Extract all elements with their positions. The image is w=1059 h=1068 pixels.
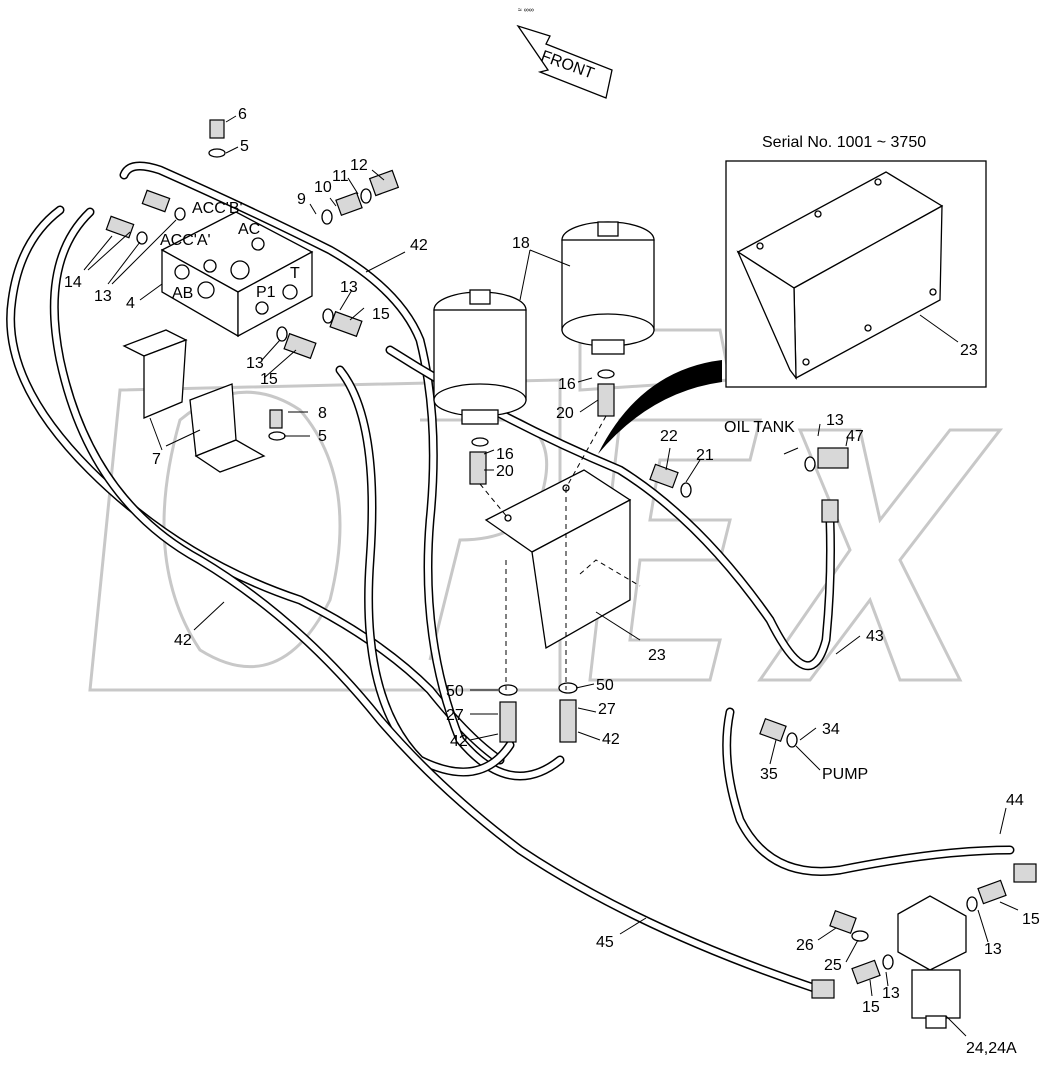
callout: 15 xyxy=(1022,911,1040,928)
leader-lines xyxy=(83,115,1019,1037)
callout: 4 xyxy=(126,295,135,312)
callout: 23 xyxy=(648,647,666,664)
callout: 35 xyxy=(760,766,778,783)
callout: 20 xyxy=(556,405,574,422)
callout: 24,24A xyxy=(966,1040,1017,1057)
callout-numbers: 6 5 12 11 10 9 14 13 4 42 18 13 15 13 15… xyxy=(64,106,1040,1057)
bracket-main xyxy=(484,469,641,650)
callout: 15 xyxy=(372,306,390,323)
callout: 7 xyxy=(152,451,161,468)
callout: 34 xyxy=(822,721,840,738)
oil-tank-label: OIL TANK xyxy=(724,419,795,436)
serial-label: Serial No. 1001 ~ 3750 xyxy=(762,134,926,151)
callout: 16 xyxy=(496,446,514,463)
port-labels: ACC'B' ACC'A' AC AB P1 T xyxy=(160,200,300,302)
bracket-small xyxy=(122,329,266,473)
callout: 13 xyxy=(826,412,844,429)
callout: 5 xyxy=(318,428,327,445)
callout: 42 xyxy=(602,731,620,748)
fittings xyxy=(105,119,1037,999)
callout: 5 xyxy=(240,138,249,155)
filter-front xyxy=(433,289,527,425)
callout: 20 xyxy=(496,463,514,480)
filter-rear xyxy=(561,221,655,355)
callout: 47 xyxy=(846,428,864,445)
callout: 15 xyxy=(862,999,880,1016)
callout: 42 xyxy=(174,632,192,649)
callout: 50 xyxy=(596,677,614,694)
callout: 50 xyxy=(446,683,464,700)
callout: 13 xyxy=(882,985,900,1002)
callout: 44 xyxy=(1006,792,1024,809)
pressure-filter xyxy=(897,895,967,1029)
callout: 16 xyxy=(558,376,576,393)
callout: 13 xyxy=(246,355,264,372)
callout: 42 xyxy=(450,733,468,750)
port-label-t: T xyxy=(290,265,300,282)
callout: 23 xyxy=(960,342,978,359)
callout: 22 xyxy=(660,428,678,445)
callout: 10 xyxy=(314,179,332,196)
callout: 18 xyxy=(512,235,530,252)
callout: 8 xyxy=(318,405,327,422)
callout: 11 xyxy=(332,168,349,185)
callout: 45 xyxy=(596,934,614,951)
port-label-ac: AC xyxy=(238,221,260,238)
callout: 15 xyxy=(260,371,278,388)
port-label-acc-a: ACC'A' xyxy=(160,232,211,249)
callout: 42 xyxy=(410,237,428,254)
hoses xyxy=(6,161,1015,995)
callout: 43 xyxy=(866,628,884,645)
callout: 12 xyxy=(350,157,368,174)
callout: 9 xyxy=(297,191,306,208)
callout: 13 xyxy=(984,941,1002,958)
port-label-acc-b: ACC'B' xyxy=(192,200,243,217)
callout: 6 xyxy=(238,106,247,123)
callout: 26 xyxy=(796,937,814,954)
callout: 25 xyxy=(824,957,842,974)
callout: 21 xyxy=(696,447,714,464)
inset-pointer xyxy=(598,360,722,454)
callout: 27 xyxy=(598,701,616,718)
front-mark: ≈ ∞∞ xyxy=(518,7,534,14)
port-label-ab: AB xyxy=(172,285,193,302)
serial-inset: Serial No. 1001 ~ 3750 xyxy=(725,134,987,388)
front-arrow: FRONT ≈ ∞∞ xyxy=(516,7,613,99)
callout: 13 xyxy=(340,279,358,296)
pump-label: PUMP xyxy=(822,766,868,783)
callout: 14 xyxy=(64,274,82,291)
port-label-p1: P1 xyxy=(256,284,276,301)
valve-block xyxy=(160,211,314,338)
callout: 27 xyxy=(446,707,464,724)
callout: 13 xyxy=(94,288,112,305)
